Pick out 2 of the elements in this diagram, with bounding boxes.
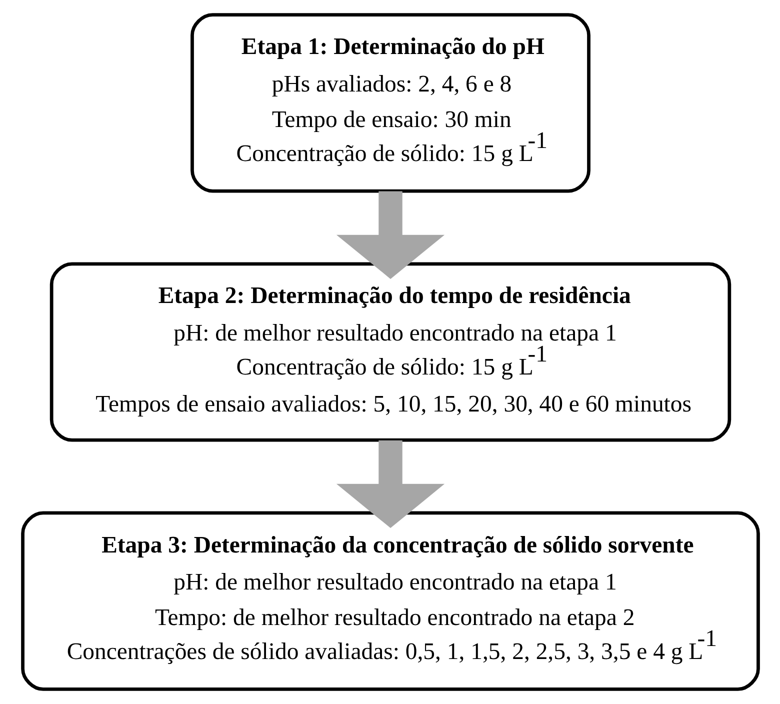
arrow [336,440,444,528]
arrow [336,191,444,279]
